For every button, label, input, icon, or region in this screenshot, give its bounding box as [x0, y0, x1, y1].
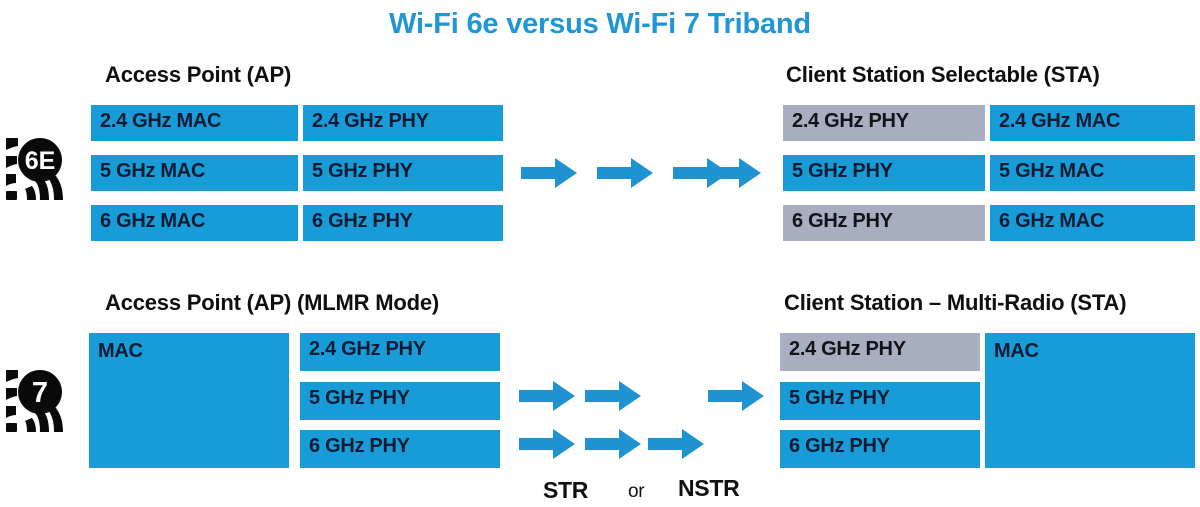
- wifi6e-sta-phy-row-0: 2.4 GHz PHY: [783, 105, 985, 141]
- wifi6e-ap-phy-row-2: 6 GHz PHY: [303, 205, 503, 241]
- wifi7-link-arrow-r0-c0: [519, 381, 575, 411]
- wifi7-sta-phy-row-1: 5 GHz PHY: [780, 382, 980, 420]
- wifi6e-ap-phy-row-1: 5 GHz PHY: [303, 155, 503, 191]
- mode-label-conjunction: or: [628, 481, 645, 502]
- wifi7-ap-phy-row-2: 6 GHz PHY: [300, 430, 500, 468]
- wifi7-ap-phy-row-0: 2.4 GHz PHY: [300, 333, 500, 371]
- wifi7-sta-caption: Client Station – Multi-Radio (STA): [784, 290, 1127, 315]
- wifi7-link-arrow-r1-c0: [519, 429, 575, 459]
- wifi-7-logo-icon: 7: [2, 366, 68, 436]
- wifi6e-sta-mac-row-1: 5 GHz MAC: [990, 155, 1195, 191]
- wifi6e-link-arrow-3: [705, 158, 761, 188]
- mode-label-str: STR: [543, 477, 589, 503]
- wifi-6e-logo-icon: 6E: [2, 134, 68, 204]
- mode-label-nstr: NSTR: [678, 475, 740, 501]
- wifi6e-link-arrow-1: [597, 158, 653, 188]
- wifi6e-link-arrow-2: [673, 158, 729, 188]
- wifi7-sta-phy-row-0: 2.4 GHz PHY: [780, 333, 980, 371]
- wifi-7-logo-label: 7: [32, 377, 48, 409]
- wifi6e-sta-caption: Client Station Selectable (STA): [786, 62, 1100, 87]
- wifi6e-sta-mac-row-0: 2.4 GHz MAC: [990, 105, 1195, 141]
- wifi6e-sta-mac-row-2: 6 GHz MAC: [990, 205, 1195, 241]
- wifi6e-ap-phy-row-0: 2.4 GHz PHY: [303, 105, 503, 141]
- wifi6e-ap-mac-row-0: 2.4 GHz MAC: [91, 105, 298, 141]
- wifi6e-ap-caption: Access Point (AP): [105, 62, 292, 87]
- wifi7-link-arrow-r0-c1: [585, 381, 641, 411]
- wifi-6e-logo-label: 6E: [25, 147, 56, 175]
- wifi6e-sta-phy-row-2: 6 GHz PHY: [783, 205, 985, 241]
- wifi7-link-arrow-r0-c3: [708, 381, 764, 411]
- wifi7-sta-mac-block: MAC: [985, 333, 1195, 468]
- wifi6e-ap-mac-row-1: 5 GHz MAC: [91, 155, 298, 191]
- page-title: Wi-Fi 6e versus Wi-Fi 7 Triband: [389, 8, 811, 40]
- wifi7-ap-mac-block: MAC: [89, 333, 289, 468]
- wifi7-ap-caption: Access Point (AP) (MLMR Mode): [105, 290, 439, 315]
- wifi6e-link-arrow-0: [521, 158, 577, 188]
- wifi6e-sta-phy-row-1: 5 GHz PHY: [783, 155, 985, 191]
- wifi6e-ap-mac-row-2: 6 GHz MAC: [91, 205, 298, 241]
- wifi7-sta-phy-row-2: 6 GHz PHY: [780, 430, 980, 468]
- wifi7-link-arrow-r1-c2: [648, 429, 704, 459]
- wifi7-link-arrow-r1-c1: [585, 429, 641, 459]
- wifi7-ap-phy-row-1: 5 GHz PHY: [300, 382, 500, 420]
